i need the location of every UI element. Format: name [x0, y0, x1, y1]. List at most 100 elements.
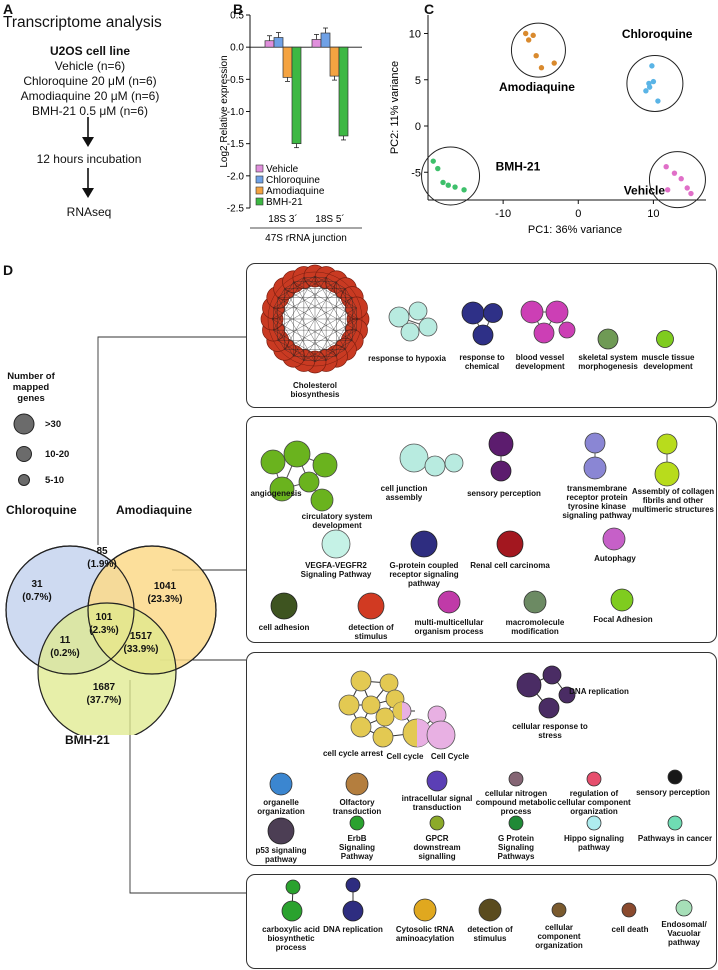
- cell-line-label: U2OS cell line: [49, 44, 131, 58]
- x-tick-label: 0: [575, 208, 581, 220]
- network-box-bmh21: carboxylic acid biosynthetic process DNA…: [246, 874, 717, 969]
- x-tick-label: 10: [647, 208, 659, 220]
- point-amodiaquine: [525, 37, 532, 43]
- condition-chloroquine: Chloroquine 20 μM (n=6): [23, 74, 157, 88]
- node-label-detection-stimulus: detection of stimulus: [348, 623, 394, 641]
- bar-bmh-21-0: [291, 46, 302, 145]
- size-legend-title: Number of mapped genes: [7, 371, 55, 404]
- point-amodiaquine: [533, 53, 539, 59]
- node-label-cell-cycle-arrest: cell cycle arrest: [322, 749, 384, 758]
- node-label-erbb: ErbB Signaling Pathway: [339, 834, 375, 861]
- legend-label-amodiaquine: Amodiaquine: [266, 186, 325, 197]
- cluster-circle-bmh21: [421, 146, 481, 206]
- cluster-circle-vehicle: [648, 151, 706, 209]
- node-label-cellular-stress: cellular response to stress: [512, 722, 588, 740]
- point-vehicle: [684, 185, 690, 191]
- point-bmh21: [461, 187, 467, 193]
- cholesterol-network: [260, 264, 370, 374]
- legend-item-large: >30: [45, 419, 62, 430]
- bar-vehicle-0: [264, 40, 275, 48]
- box3-networks: [267, 665, 683, 845]
- legend-swatch-vehicle: [255, 164, 264, 173]
- node-label-carboxylic: carboxylic acid biosynthetic process: [262, 925, 320, 952]
- legend-label-bmh-21: BMH-21: [266, 197, 303, 208]
- legend-swatch-chloroquine: [255, 175, 264, 184]
- bar-bmh-21-1: [338, 46, 349, 137]
- y-tick-label: -5: [411, 167, 421, 179]
- node-label-organelle: organelle organization: [257, 798, 305, 816]
- point-chloroquine: [650, 78, 657, 85]
- node-label-trna: Cytosolic tRNA aminoacylation: [395, 925, 455, 943]
- legend-swatch-bmh-21: [255, 197, 264, 206]
- y-tick-label: -2.0: [227, 171, 245, 182]
- node-label-sensory-perception: sensory perception: [467, 489, 541, 498]
- node-label-g-protein: G Protein Signaling Pathways: [497, 834, 535, 861]
- bar-amodiaquine-0: [282, 46, 293, 78]
- y-tick-label: -1.5: [227, 139, 245, 150]
- node-label-cholesterol: Cholesterol biosynthesis: [290, 381, 340, 399]
- y-tick-label: -2.5: [227, 204, 245, 215]
- condition-vehicle: Vehicle (n=6): [54, 59, 126, 73]
- point-vehicle: [688, 190, 694, 197]
- node-label-angiogenesis: angiogenesis: [250, 489, 302, 498]
- legend-swatch-amodiaquine: [255, 186, 264, 195]
- node-label-cell-junction: cell junction assembly: [380, 484, 428, 502]
- y-tick-label: 0.0: [230, 43, 244, 54]
- node-label-cellular-component: cellular component organization: [535, 923, 583, 950]
- node-label-muscle: muscle tissue development: [641, 353, 695, 371]
- node-label-nitrogen: cellular nitrogen compound metabolic pro…: [475, 789, 557, 816]
- venn-region-cq-aq: 85(1.9%): [87, 546, 117, 570]
- y-axis-label: PC2: 11% variance: [389, 61, 401, 154]
- point-amodiaquine: [551, 60, 557, 66]
- node-label-p53: p53 signaling pathway: [255, 846, 307, 864]
- venn-region-aq-only: 1041(23.3%): [147, 581, 183, 605]
- point-bmh21: [452, 184, 458, 190]
- point-amodiaquine: [530, 32, 536, 39]
- panel-b-letter: B: [233, 1, 244, 17]
- node-label-sensory-perception-2: sensory perception: [636, 788, 710, 797]
- y-tick-label: -1.0: [227, 107, 245, 118]
- cluster-circle-chloroquine: [626, 54, 684, 112]
- node-label-autophagy: Autophagy: [594, 554, 636, 563]
- panel-a-title: Transcriptome analysis: [3, 14, 162, 31]
- bar-chloroquine-0: [273, 37, 284, 48]
- network-box-amodiaquine: angiogenesis circulatory system developm…: [246, 416, 717, 643]
- point-amodiaquine: [522, 30, 529, 37]
- node-label-detection-stimulus-2: detection of stimulus: [467, 925, 513, 943]
- rnaseq-step: RNAseq: [66, 205, 112, 219]
- venn-region-center: 101(2.3%): [89, 612, 119, 636]
- venn-label-bmh21: BMH-21: [65, 733, 110, 747]
- point-bmh21: [430, 158, 436, 164]
- size-legend: [13, 413, 35, 486]
- point-amodiaquine: [538, 65, 545, 71]
- cluster-label-amodiaquine: Amodiaquine: [499, 80, 575, 94]
- point-chloroquine: [643, 88, 649, 94]
- node-label-focal-adhesion: Focal Adhesion: [593, 615, 653, 624]
- node-label-hypoxia: response to hypoxia: [368, 354, 446, 363]
- node-label-renal: Renal cell carcinoma: [470, 561, 550, 570]
- node-label-endosomal: Endosomal/ Vacuolar pathway: [661, 920, 707, 947]
- x-category-label: 18S 5´: [315, 213, 344, 225]
- node-label-hippo: Hippo signaling pathway: [564, 834, 624, 852]
- point-bmh21: [435, 165, 441, 172]
- y-tick-label: -0.5: [227, 75, 245, 86]
- venn-label-chloroquine: Chloroquine: [6, 503, 77, 517]
- bar-vehicle-1: [311, 39, 322, 48]
- point-bmh21: [440, 179, 446, 186]
- y-tick-label: 0.5: [230, 11, 244, 22]
- node-label-cell-death: cell death: [611, 925, 649, 934]
- venn-label-amodiaquine: Amodiaquine: [116, 503, 193, 517]
- node-label-collagen: Assembly of collagen fibrils and other m…: [631, 487, 715, 514]
- box4-networks: [281, 877, 693, 922]
- incubation-step: 12 hours incubation: [36, 152, 142, 166]
- x-axis-label: PC1: 36% variance: [528, 224, 622, 236]
- network-box-chloroquine-amodiaquine: Cholesterol biosynthesis response to hyp…: [246, 263, 717, 408]
- legend-item-medium: 10-20: [45, 449, 70, 460]
- y-tick-label: 10: [409, 29, 421, 41]
- cluster-label-chloroquine: Chloroquine: [622, 27, 693, 41]
- panel-a-arrows: [82, 117, 94, 198]
- node-label-cell-cycle-2: Cell Cycle: [430, 752, 470, 761]
- cluster-label-vehicle: Vehicle: [624, 183, 666, 197]
